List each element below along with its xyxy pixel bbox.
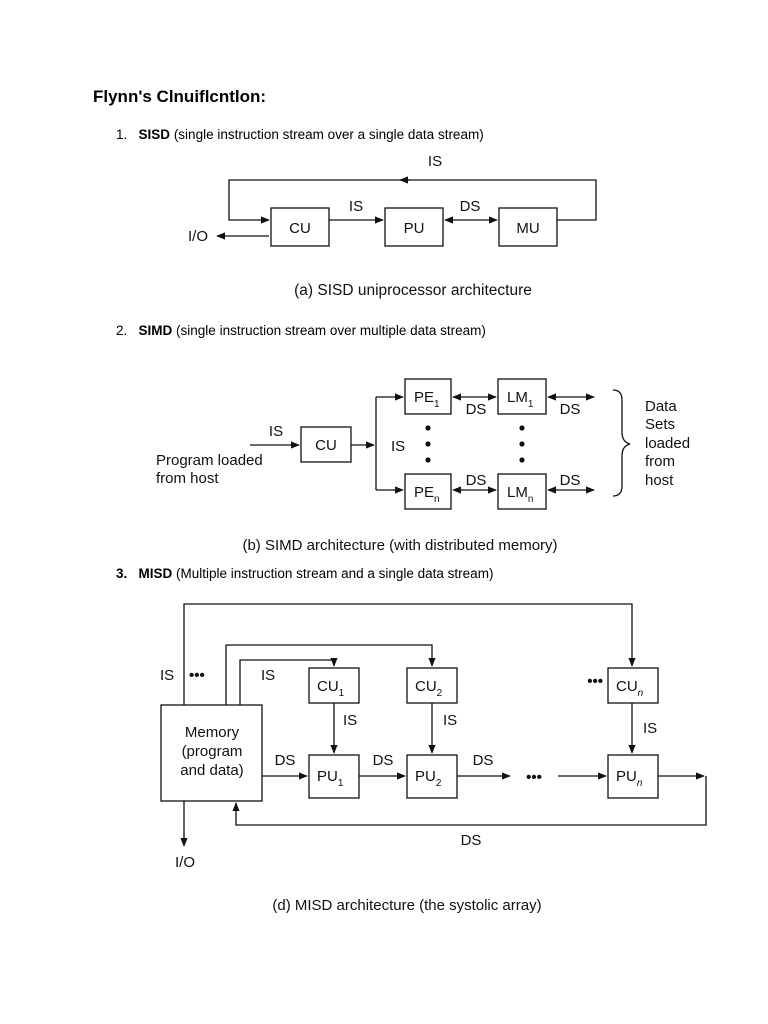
is-top-label: IS — [428, 153, 442, 170]
dots-middle: ••• — [526, 769, 542, 786]
page-title: Flynn's Clnuiflcntlon: — [93, 87, 267, 106]
list-item-simd: 2. SIMD (single instruction stream over … — [116, 323, 486, 338]
is-feedback-arrow — [228, 179, 597, 224]
is-to-cun-arrow — [183, 603, 636, 705]
cun-label: CUn — [616, 678, 644, 699]
data-line2: Sets — [645, 416, 675, 433]
data-line5: host — [645, 472, 674, 489]
pe1-box — [404, 378, 452, 415]
ds-label: DS — [373, 752, 394, 769]
memory-line2: (program — [182, 743, 243, 760]
cu1-label: CU1 — [317, 678, 345, 699]
item-description: (Multiple instruction stream and a singl… — [176, 566, 494, 581]
program-line1: Program loaded — [156, 452, 263, 469]
lm1-box — [497, 378, 547, 415]
is-left-label: IS — [160, 667, 174, 684]
pen-label: PEn — [414, 484, 440, 505]
cu-label: CU — [315, 437, 337, 454]
program-line2: from host — [156, 470, 219, 487]
ds-label: DS — [466, 401, 487, 418]
ds-label: DS — [460, 198, 481, 215]
item-number: 3. — [116, 566, 128, 581]
item-name: MISD — [138, 566, 173, 581]
branch-is-label: IS — [391, 438, 405, 455]
ds-label: DS — [466, 472, 487, 489]
pu2-box — [406, 754, 458, 799]
pu-label: PU — [404, 220, 425, 237]
ds-label: DS — [275, 752, 296, 769]
ds-feedback-label: DS — [461, 832, 482, 849]
data-line3: loaded — [645, 435, 690, 452]
mu-box — [498, 207, 558, 247]
pe1-label: PE1 — [414, 389, 440, 410]
cu2-label: CU2 — [415, 678, 443, 699]
dots-left: ••• — [189, 667, 205, 684]
is-label: IS — [349, 198, 363, 215]
cu-label: CU — [289, 220, 311, 237]
ds-label: DS — [560, 472, 581, 489]
is-label: IS — [343, 712, 357, 729]
dots-top: ••• — [587, 673, 603, 690]
list-item-sisd: 1. SISD (single instruction stream over … — [116, 127, 484, 142]
ds-label: DS — [473, 752, 494, 769]
pen-box — [404, 473, 452, 510]
io-label: I/O — [175, 854, 195, 871]
memory-box — [160, 704, 263, 802]
cu-box — [300, 426, 352, 463]
pu2-label: PU2 — [415, 768, 442, 789]
pu-box — [384, 207, 444, 247]
io-label: I/O — [188, 228, 208, 245]
brace-icon — [612, 389, 631, 497]
pun-label: PUn — [616, 768, 643, 789]
memory-line1: Memory — [185, 724, 240, 741]
item-description: (single instruction stream over a single… — [173, 127, 484, 142]
misd-caption: (d) MISD architecture (the systolic arra… — [272, 897, 541, 914]
ds-feedback-arrow — [232, 776, 707, 826]
sisd-caption: (a) SISD uniprocessor architecture — [294, 282, 532, 299]
vertical-ellipsis-pe — [425, 425, 431, 463]
memory-line3: and data) — [180, 762, 243, 779]
lmn-box — [497, 473, 547, 510]
item-description: (single instruction stream over multiple… — [176, 323, 486, 338]
item-name: SIMD — [138, 323, 173, 338]
data-line4: from — [645, 453, 675, 470]
pu1-label: PU1 — [317, 768, 344, 789]
list-item-misd: 3. MISD (Multiple instruction stream and… — [116, 566, 493, 581]
program-is-label: IS — [269, 423, 283, 440]
is-to-cu2-arrow — [225, 644, 436, 705]
cun-box — [607, 667, 659, 704]
is-to-cu1-arrow — [239, 657, 338, 705]
misd-diagram: Memory (program and data) CU1 CU2 CUn PU… — [160, 603, 707, 914]
item-number: 2. — [116, 323, 128, 338]
vertical-ellipsis-lm — [519, 425, 525, 463]
item-number: 1. — [116, 127, 128, 142]
sisd-diagram: CU PU MU IS IS DS I/O (a) SISD uniproces… — [188, 153, 597, 299]
lmn-label: LMn — [507, 484, 533, 505]
is-label: IS — [261, 667, 275, 684]
cu1-box — [308, 667, 360, 704]
is-label: IS — [643, 720, 657, 737]
is-label: IS — [443, 712, 457, 729]
item-name: SISD — [138, 127, 171, 142]
ds-label: DS — [560, 401, 581, 418]
simd-caption: (b) SIMD architecture (with distributed … — [242, 537, 557, 554]
lm1-label: LM1 — [507, 389, 534, 410]
simd-diagram: CU IS Program loaded from host IS PE1 LM… — [156, 378, 690, 554]
data-line1: Data — [645, 398, 677, 415]
mu-label: MU — [516, 220, 539, 237]
cu-box — [270, 207, 330, 247]
